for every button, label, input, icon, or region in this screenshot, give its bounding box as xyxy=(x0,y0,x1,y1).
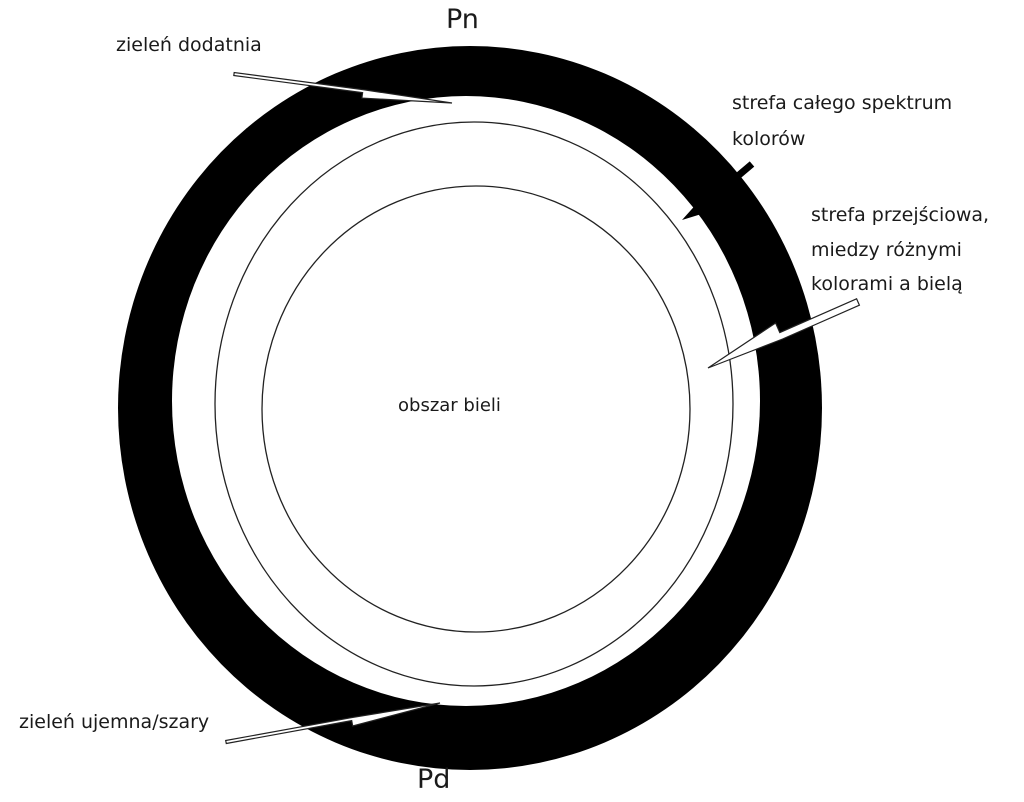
label-pd: Pd xyxy=(417,764,451,795)
label-transition-3: kolorami a bielą xyxy=(811,273,963,295)
negative-green-arrow xyxy=(224,702,441,745)
label-full-spectrum-2: kolorów xyxy=(732,128,806,150)
label-white-area: obszar bieli xyxy=(398,395,501,416)
spectrum-pointer-head xyxy=(682,200,708,220)
label-transition-1: strefa przejściowa, xyxy=(811,204,990,226)
spectrum-pointer-line xyxy=(697,161,755,211)
label-pn: Pn xyxy=(446,4,479,35)
label-negative-green: zieleń ujemna/szary xyxy=(19,711,210,733)
label-transition-2: miedzy różnymi xyxy=(811,239,962,261)
transition-zone-circle xyxy=(214,121,734,687)
ring-inner-white xyxy=(172,96,760,706)
white-area-circle xyxy=(261,185,691,633)
transition-zone-arrow xyxy=(707,298,861,369)
label-positive-green: zieleń dodatnia xyxy=(116,34,262,56)
positive-green-arrow xyxy=(233,71,453,104)
label-full-spectrum-1: strefa całego spektrum xyxy=(732,92,953,114)
